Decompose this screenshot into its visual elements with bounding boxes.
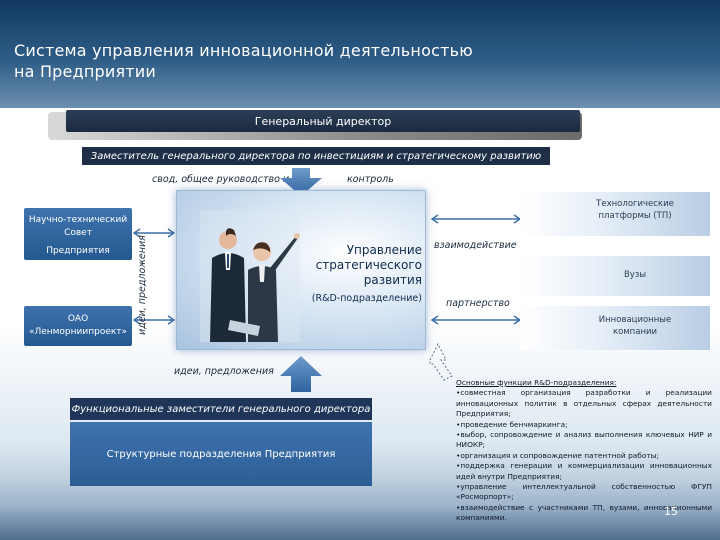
header-band [0,0,720,108]
slide-title-line-1: Система управления инновационной деятель… [14,41,473,60]
notes-item: •поддержка генерации и коммерциализации … [456,461,712,481]
center-subtitle: (R&D-подразделение) [311,293,422,304]
notes-item: •совместная организация разработки и реа… [456,388,712,419]
notes-item: •проведение бенчмаркинга; [456,419,568,429]
label-svod: свод, общее руководство и [152,174,290,185]
center-title-line-2: стратегического [315,258,422,272]
slide-title-line-2: на Предприятии [14,62,157,81]
card-ntc-line-2: Совет [64,228,92,238]
label-ideas-bottom: идеи, предложения [174,366,274,377]
arrow-up-icon [280,356,322,392]
structural-units-box: Структурные подразделения Предприятия [70,422,372,486]
center-title-line-1: Управление [346,243,422,257]
label-partnership: партнерство [446,298,510,309]
center-title: Управление стратегического развития [306,243,422,288]
functional-deputies-bar: Функциональные заместители генерального … [70,398,372,420]
notes-item: •управление интеллектуальной собственнос… [456,482,712,502]
label-control: контроль [347,174,394,185]
card-tp-line-2: платформы (ТП) [598,211,672,221]
arrow-innov-icon [430,315,522,325]
card-tech-platforms: Технологические платформы (ТП) [520,192,710,236]
card-vuzy: Вузы [520,256,710,296]
label-interaction: взаимодействие [434,240,517,251]
notes-item: •взаимодействие с участниками ТП, вузами… [456,502,712,523]
arrow-down-icon [280,168,322,196]
card-oao-line-1: ОАО [67,314,89,324]
notes-item: •организация и сопровождение патентной р… [456,450,660,460]
card-oao-line-2: «Ленморниипроект» [28,327,128,337]
card-innov-line-2: компании [612,327,658,337]
dashed-outline-arrow-icon [429,342,453,381]
label-ideas-vertical: идеи, предложения [137,235,148,335]
card-innov-line-1: Инновационные [598,315,672,325]
arrow-left-ntc-icon [132,228,176,238]
card-vuzy-label: Вузы [623,270,647,280]
sea-background [0,480,720,540]
slide-title: Система управления инновационной деятель… [14,40,534,82]
page-number: 15 [664,505,678,518]
card-oao: ОАО «Ленморниипроект» [24,306,132,346]
notes-item: •выбор, сопровождение и анализ выполнени… [456,430,712,450]
photo-business-people-icon [200,210,300,342]
card-ntc: Научно-технический Совет Предприятия [24,208,132,260]
arrow-left-oao-icon [132,315,176,325]
center-title-line-3: развития [363,273,422,287]
rnd-functions-notes: Основные функции R&D-подразделения: •сов… [456,378,712,524]
general-director-box: Генеральный директор [66,110,580,132]
card-tp-line-1: Технологические [596,199,674,209]
notes-heading: Основные функции R&D-подразделения: [456,378,617,387]
card-ntc-line-3: Предприятия [46,246,110,256]
arrow-tp-icon [430,214,522,224]
deputy-director-bar: Заместитель генерального директора по ин… [82,147,550,165]
card-innov-companies: Инновационные компании [520,306,710,350]
card-ntc-line-1: Научно-технический [28,215,128,225]
